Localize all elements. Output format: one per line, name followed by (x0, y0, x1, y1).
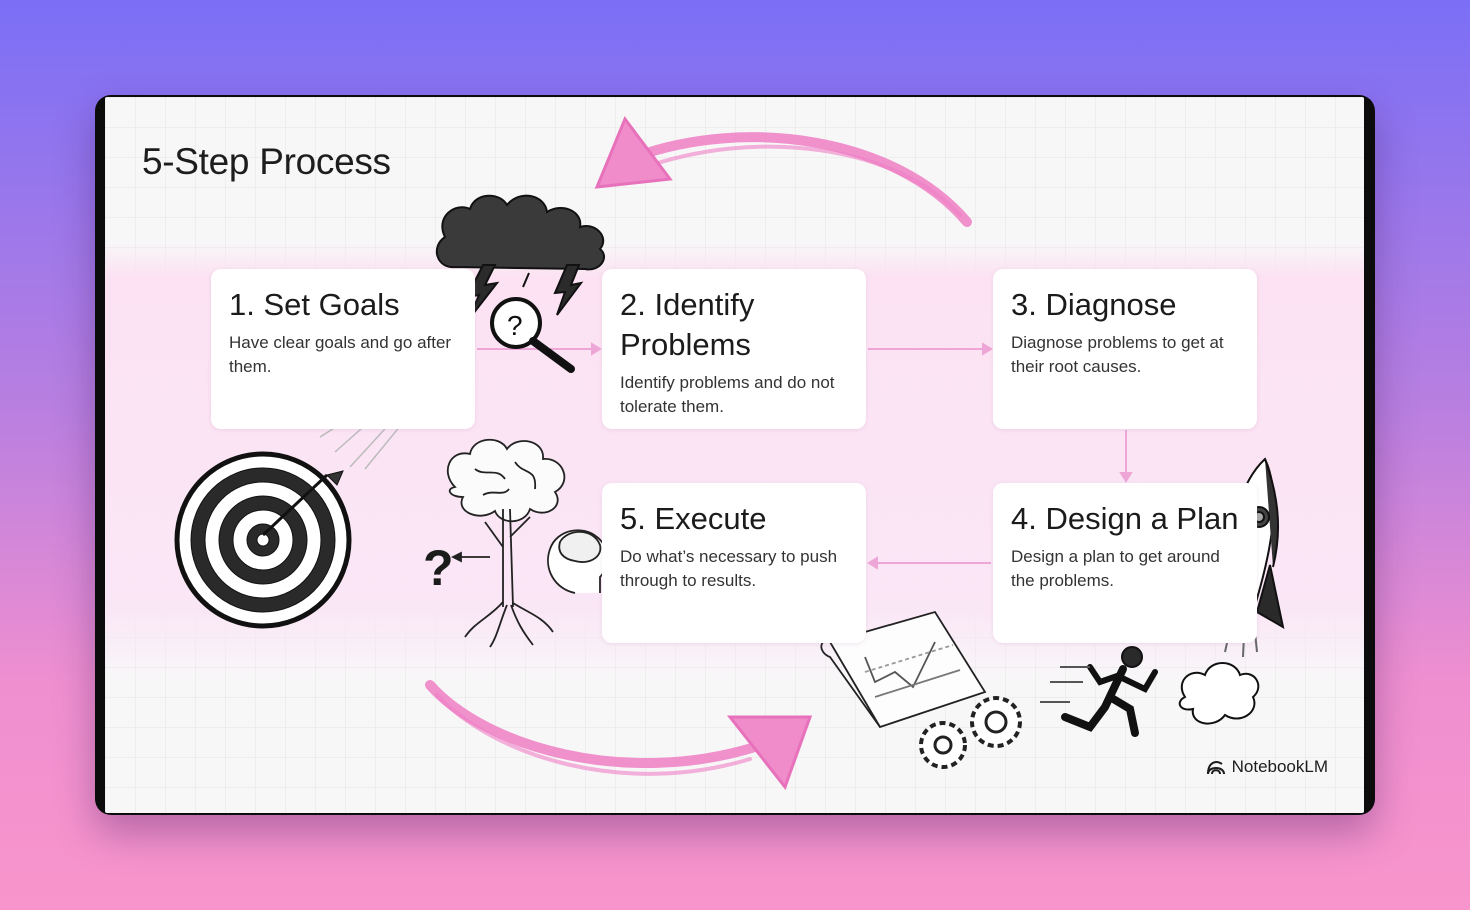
notebooklm-logo-icon (1206, 761, 1225, 775)
brand-logo: NotebookLM (1206, 757, 1328, 777)
cycle-arrow-top (594, 115, 972, 227)
step-card-3: 3. Diagnose Diagnose problems to get at … (993, 269, 1257, 429)
step-card-2: 2. Identify Problems Identify problems a… (602, 269, 866, 429)
step-5-heading: 5. Execute (620, 501, 767, 536)
page-title: 5-Step Process (142, 141, 391, 182)
step-1-text: Have clear goals and go after them. (229, 333, 452, 376)
step-3-heading: 3. Diagnose (1011, 287, 1177, 322)
step-3-text: Diagnose problems to get at their root c… (1011, 333, 1224, 376)
step-card-1: 1. Set Goals Have clear goals and go aft… (211, 269, 475, 429)
step-5-text: Do what’s necessary to push through to r… (620, 547, 838, 590)
step-1-heading: 1. Set Goals (229, 287, 400, 322)
step-4-text: Design a plan to get around the problems… (1011, 547, 1220, 590)
step-card-4: 4. Design a Plan Design a plan to get ar… (993, 483, 1257, 643)
step-4-heading: 4. Design a Plan (1011, 501, 1239, 536)
cycle-arrow-bottom (425, 680, 813, 791)
brand-name: NotebookLM (1231, 757, 1328, 776)
step-2-heading: 2. Identify Problems (620, 287, 755, 362)
step-card-5: 5. Execute Do what’s necessary to push t… (602, 483, 866, 643)
slide: 5-Step Process (105, 97, 1364, 813)
step-2-text: Identify problems and do not tolerate th… (620, 373, 835, 416)
